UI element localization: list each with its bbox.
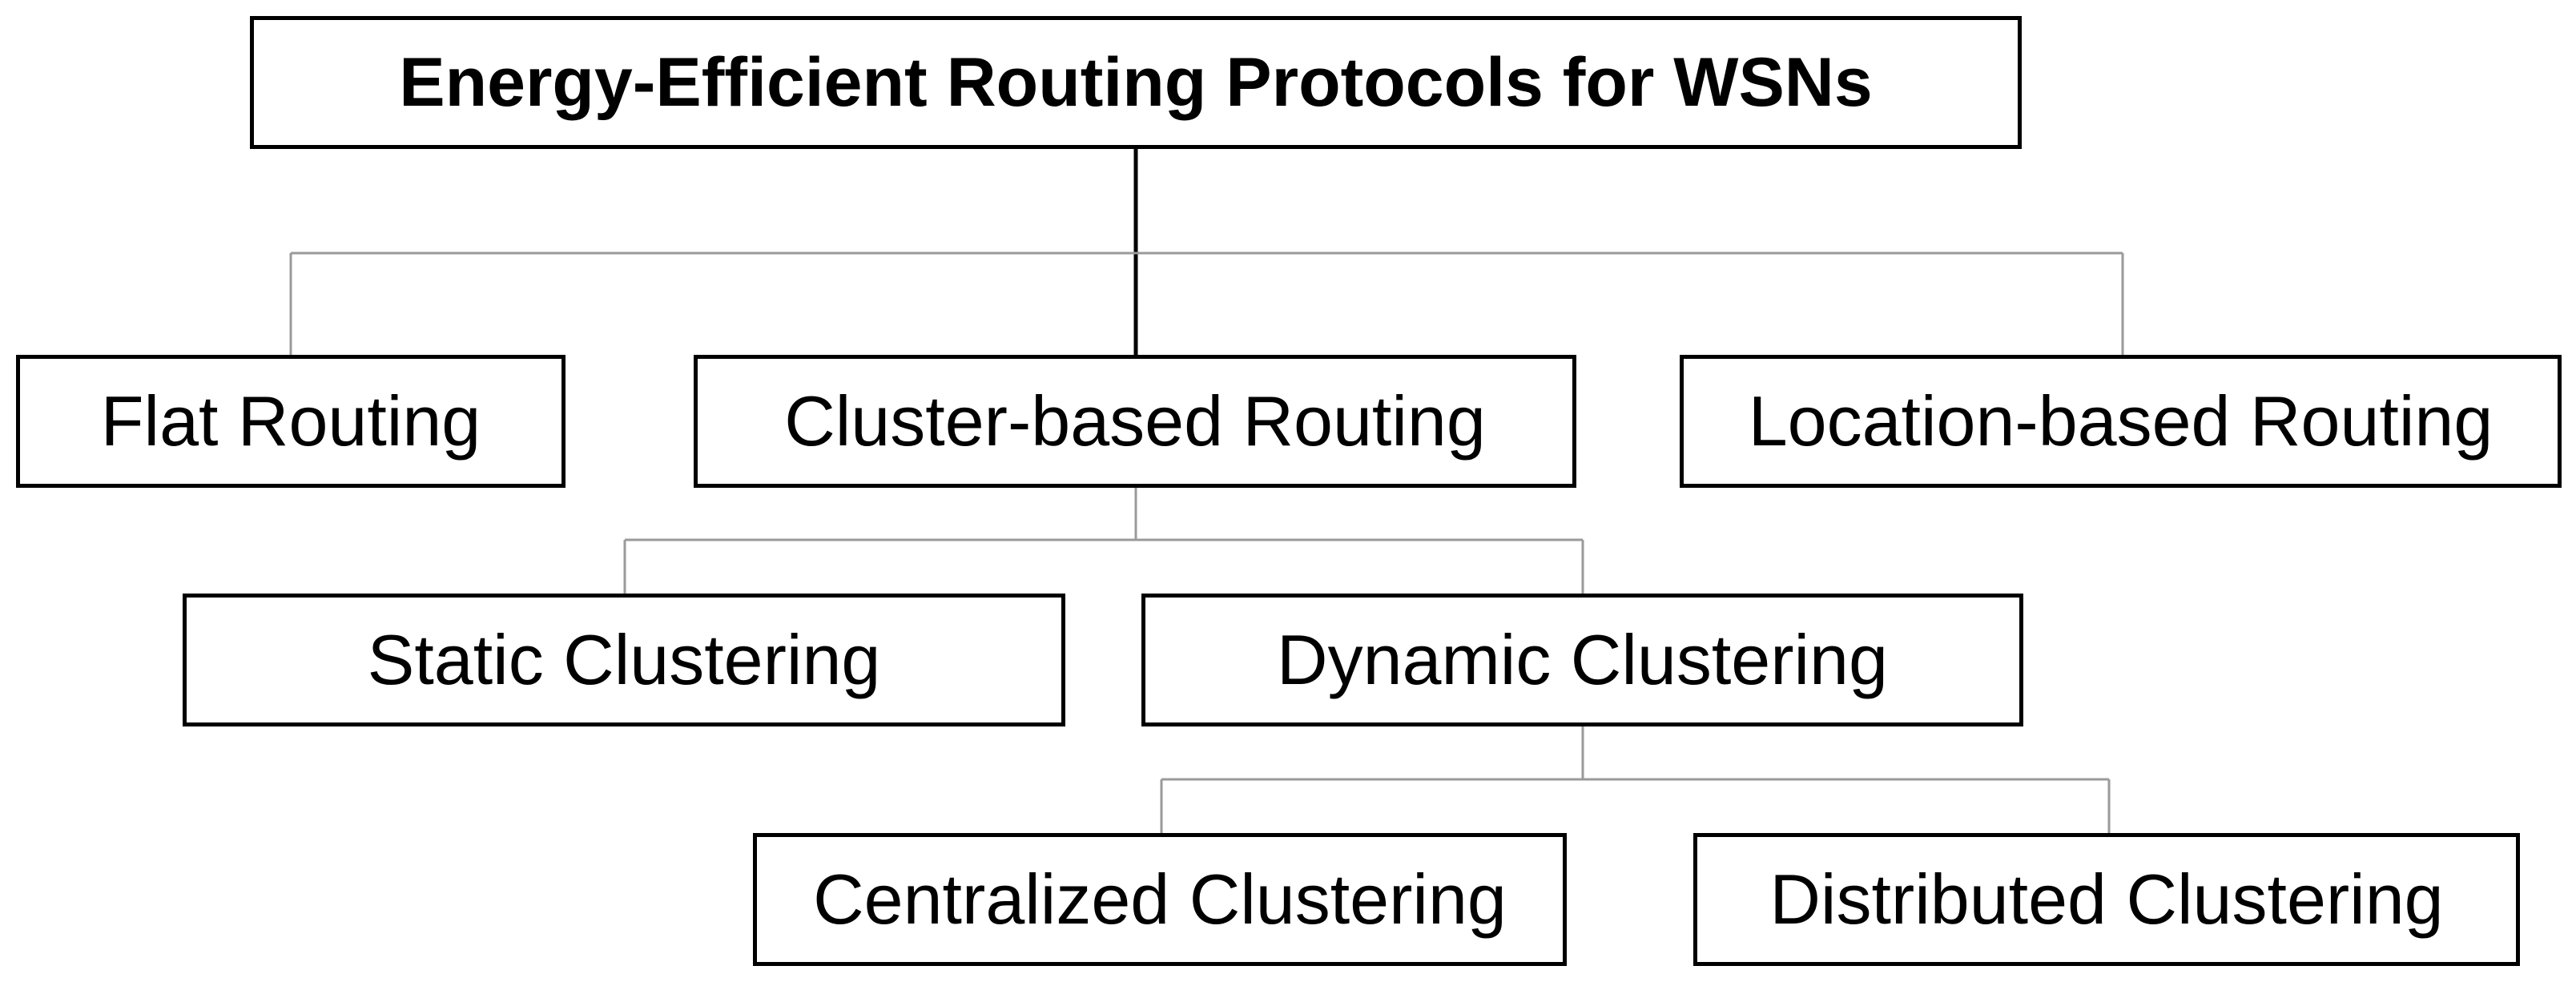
cluster-based-routing-label: Cluster-based Routing <box>784 381 1486 461</box>
cluster-based-routing-node: Cluster-based Routing <box>694 355 1576 488</box>
distributed-clustering-node: Distributed Clustering <box>1693 833 2520 966</box>
centralized-clustering-node: Centralized Clustering <box>753 833 1567 966</box>
location-based-routing-node: Location-based Routing <box>1680 355 2562 488</box>
centralized-clustering-label: Centralized Clustering <box>813 859 1507 939</box>
flat-routing-node: Flat Routing <box>16 355 566 488</box>
root-node: Energy-Efficient Routing Protocols for W… <box>250 16 2022 149</box>
dynamic-clustering-node: Dynamic Clustering <box>1141 594 2023 726</box>
root-node-label: Energy-Efficient Routing Protocols for W… <box>399 43 1873 121</box>
static-clustering-label: Static Clustering <box>367 620 881 699</box>
location-based-routing-label: Location-based Routing <box>1748 381 2493 461</box>
dynamic-clustering-label: Dynamic Clustering <box>1277 620 1888 699</box>
distributed-clustering-label: Distributed Clustering <box>1769 859 2444 939</box>
static-clustering-node: Static Clustering <box>183 594 1065 726</box>
flat-routing-label: Flat Routing <box>100 381 481 461</box>
